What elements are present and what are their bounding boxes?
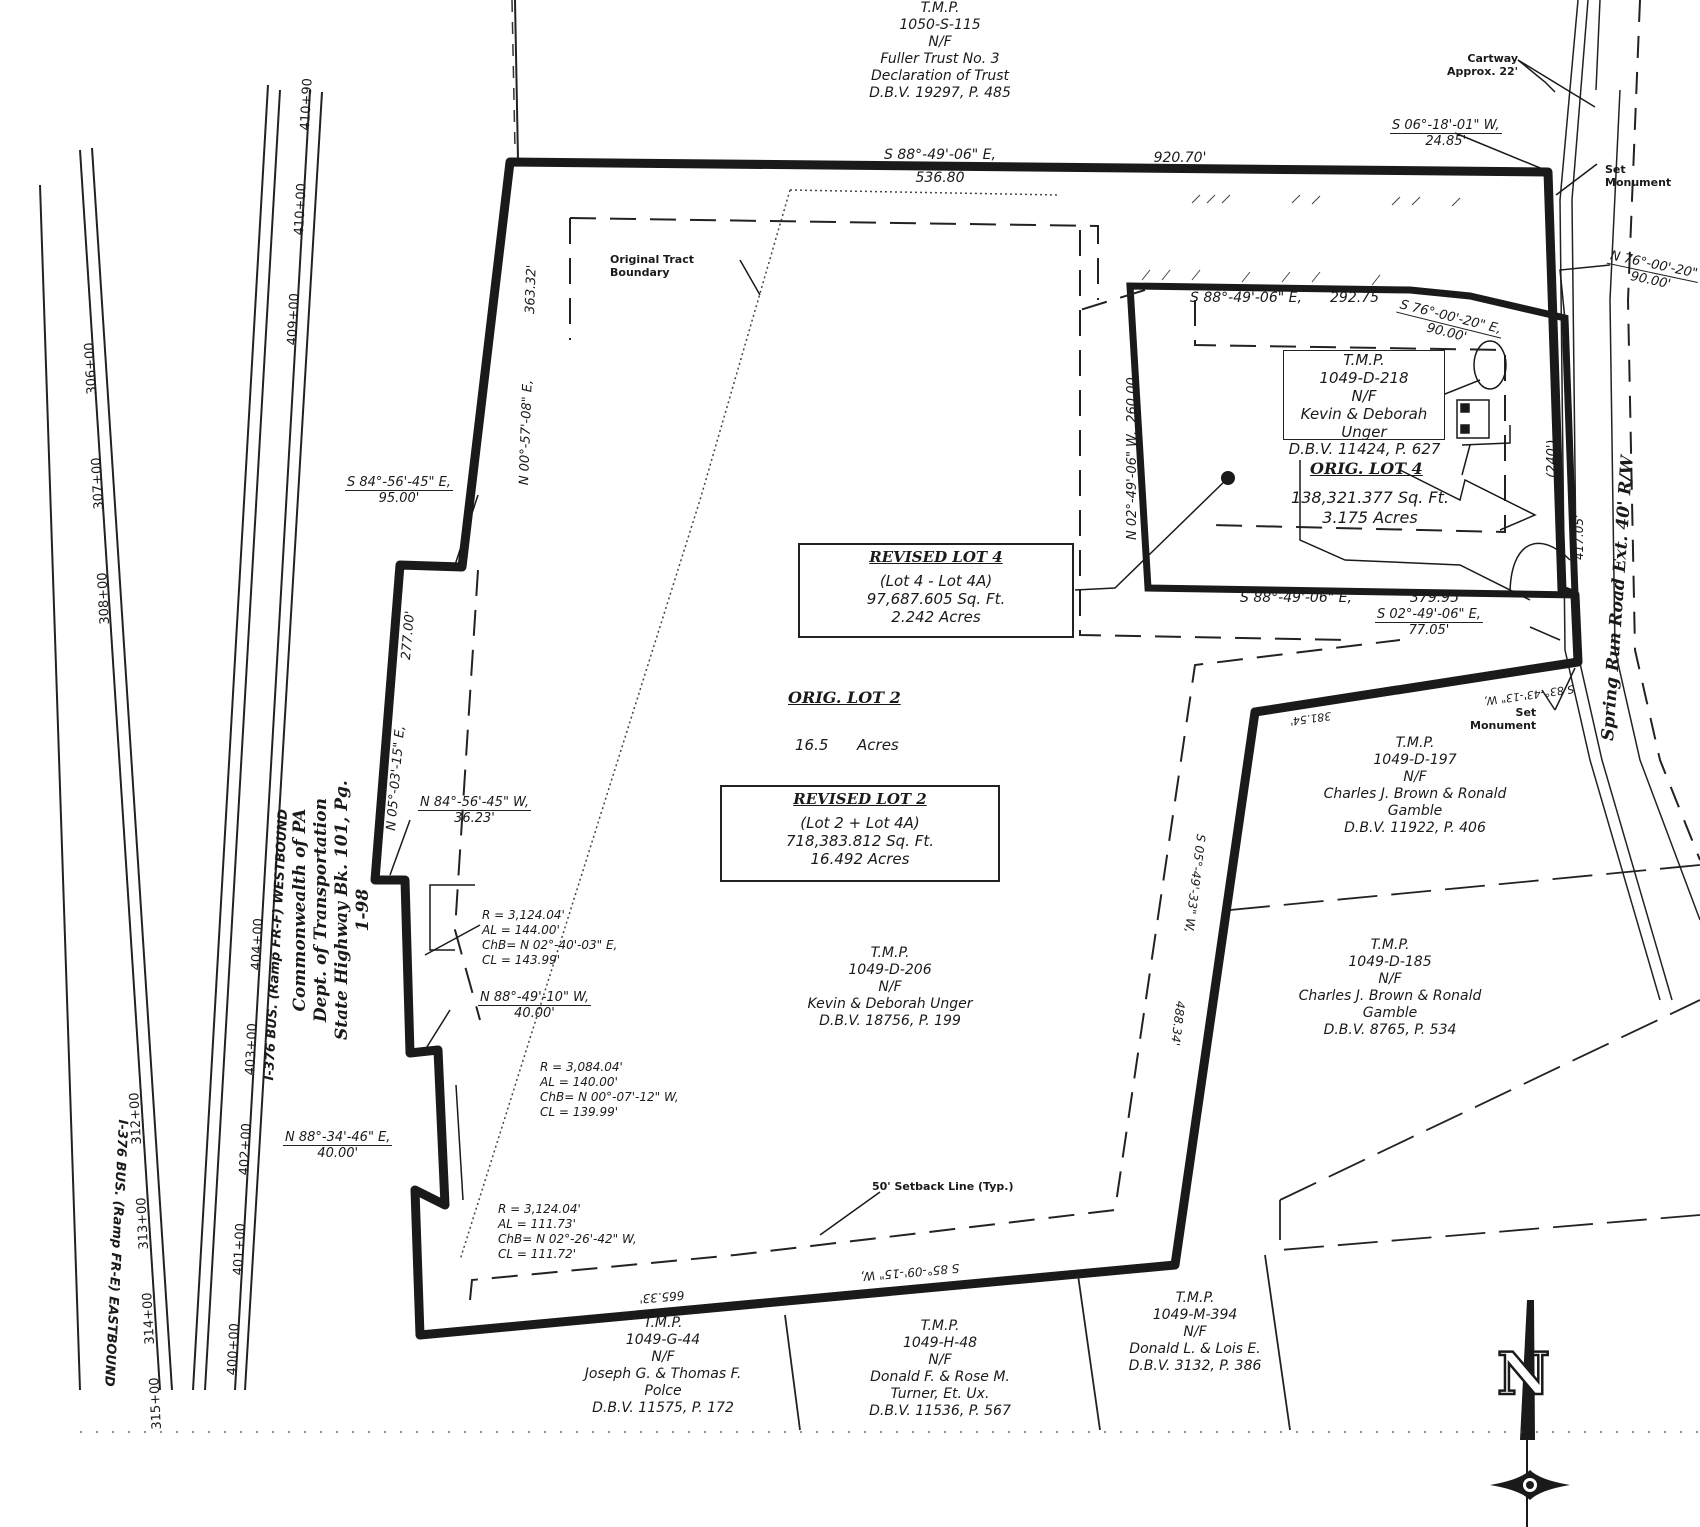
station-label: 313+00 (134, 1197, 152, 1250)
station-label: 403+00 (243, 1022, 261, 1076)
west-jog4-bearing: N 88°-34'-46" E, 40.00' (283, 1130, 393, 1161)
cartway-note: Cartway Approx. 22' (1447, 52, 1519, 78)
lot4-north-distance: 292.75 (1330, 290, 1379, 306)
set-monument-note-ne: Set Monument (1605, 163, 1672, 189)
station-label: 314+00 (140, 1292, 158, 1345)
setback-lines (453, 217, 1506, 1301)
nf-label: N/F (928, 34, 952, 50)
adjoiner-north-label: T.M.P. 1050-S-115 N/F Fuller Trust No. 3… (810, 0, 1070, 102)
station-label: 410+00 (292, 182, 310, 236)
adjoiner-lines (784, 864, 1700, 1431)
west-jog3-bearing: N 88°-49'-10" W, 40.00' (478, 990, 591, 1021)
lot4-west-bearing: N 02°-49'-06" W, 260.00 (1125, 377, 1140, 540)
tmp-label: T.M.P. (920, 0, 960, 16)
original-tract-note: Original Tract Boundary (610, 253, 694, 279)
house-structures (1299, 340, 1571, 601)
station-label: 312+00 (127, 1092, 145, 1145)
adjoiner-d197-label: T.M.P. 1049-D-197 N/F Charles J. Brown &… (1323, 735, 1507, 836)
north-line-bearing: S 88°-49'-06" E, (884, 147, 996, 163)
station-label: 401+00 (231, 1222, 249, 1276)
station-label: 308+00 (95, 572, 113, 625)
original-tract-boundary (459, 189, 1061, 1261)
orig-lot-2-acres: 16.5 Acres (795, 736, 899, 754)
lot4-deed-ref: D.B.V. 11424, P. 627 (1288, 440, 1441, 458)
station-label: 404+00 (249, 917, 267, 971)
north-arrow-graphic (1490, 1300, 1570, 1527)
owner: Fuller Trust No. 3 (880, 51, 1000, 67)
revised-lot-2-box: REVISED LOT 2 (Lot 2 + Lot 4A) 718,383.8… (720, 785, 1000, 882)
station-label: 307+00 (89, 457, 107, 510)
highway-lines (39, 0, 519, 1391)
leader-lines (389, 59, 1611, 1236)
station-label: 410+90 (298, 77, 316, 131)
hatching (1141, 194, 1461, 286)
orig-lot-2-title: ORIG. LOT 2 (788, 688, 901, 707)
station-label: 402+00 (237, 1122, 255, 1176)
station-label: 409+00 (285, 292, 303, 346)
west-jog1-bearing: S 84°-56'-45" E, 95.00' (345, 475, 453, 506)
west-jog2-bearing: N 84°-56'-45" W, 36.23' (418, 795, 531, 826)
setback-note: 50' Setback Line (Typ.) (872, 1180, 1014, 1193)
owner: Declaration of Trust (871, 68, 1009, 84)
station-label: 315+00 (147, 1377, 165, 1430)
adjoiner-g44-label: T.M.P. 1049-G-44 N/F Joseph G. & Thomas … (584, 1315, 742, 1416)
road-distance-label: (240') (1545, 439, 1560, 478)
curve-2-data: R = 3,084.04' AL = 140.00' ChB= N 00°-07… (540, 1060, 679, 1119)
lot4-south-bearing: S 88°-49'-06" E, (1240, 590, 1352, 606)
east-rw-bearing: S 02°-49'-06" E, 77.05' (1375, 607, 1483, 638)
lot4-north-bearing: S 88°-49'-06" E, (1190, 290, 1302, 306)
north-arrow-icon: N (1496, 1340, 1552, 1408)
lot4-south-distance: 379.95 (1410, 590, 1459, 606)
curve-1-data: R = 3,124.04' AL = 144.00' ChB= N 02°-40… (482, 908, 618, 967)
deed-ref: D.B.V. 19297, P. 485 (869, 85, 1011, 101)
curve-3-data: R = 3,124.04' AL = 111.73' ChB= N 02°-26… (498, 1202, 637, 1261)
revised-lot-4-box: REVISED LOT 4 (Lot 4 - Lot 4A) 97,687.60… (798, 543, 1074, 638)
adjoiner-d206-label: T.M.P. 1049-D-206 N/F Kevin & Deborah Un… (807, 945, 973, 1029)
adjoiner-m394-label: T.M.P. 1049-M-394 N/F Donald L. & Lois E… (1128, 1290, 1262, 1374)
penndot-label: Commonwealth of PA Dept. of Transportati… (290, 780, 373, 1040)
adjoiner-h48-label: T.M.P. 1049-H-48 N/F Donald F. & Rose M.… (869, 1318, 1011, 1419)
set-monument-note-se: Set Monument (1470, 706, 1537, 732)
station-label: 400+00 (225, 1322, 243, 1376)
north-line-total: 920.70' (1153, 150, 1207, 166)
adjoiner-d185-label: T.M.P. 1049-D-185 N/F Charles J. Brown &… (1298, 937, 1482, 1038)
ne-corner-bearing: S 06°-18'-01" W, 24.85' (1390, 118, 1502, 149)
orig-lot-4-title: ORIG. LOT 4 (1310, 459, 1423, 478)
tmp-number: 1050-S-115 (899, 17, 981, 33)
north-line-distance: 536.80 (915, 170, 965, 186)
lot4-tmp-box: T.M.P. 1049-D-218 N/F Kevin & Deborah Un… (1283, 350, 1445, 441)
road-frontage-label: 417.05' (1572, 514, 1586, 560)
station-label: 306+00 (82, 342, 100, 395)
orig-lot-4-area: 138,321.377 Sq. Ft. 3.175 Acres (1291, 488, 1449, 527)
